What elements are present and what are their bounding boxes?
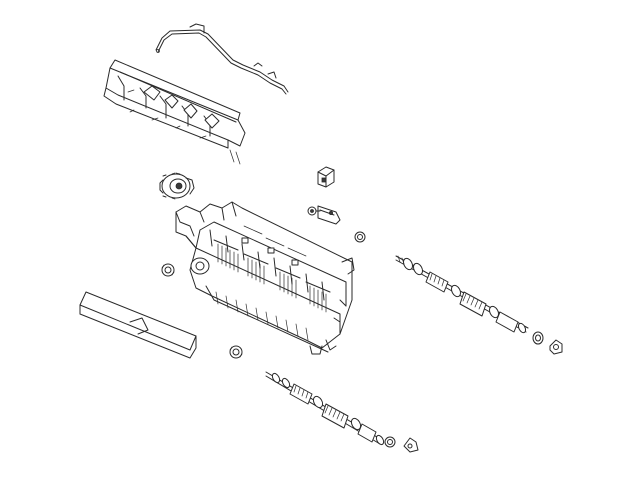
bushing-2 — [161, 263, 175, 277]
lower-roller-clip — [403, 437, 419, 453]
lower-roller-shaft — [265, 371, 385, 446]
upper-roller-bushing — [532, 331, 544, 345]
wire-guide — [155, 23, 289, 95]
lower-roller-bushing — [384, 436, 396, 448]
small-bracket — [317, 166, 335, 188]
main-frame-assembly — [175, 201, 355, 355]
bushing-1 — [354, 231, 366, 243]
mylar-sheet — [79, 291, 197, 359]
upper-roller-shaft — [395, 255, 529, 334]
bushing-3 — [229, 345, 243, 359]
upper-roller-clip — [549, 339, 563, 355]
sensor-arm — [307, 205, 341, 225]
drive-gear — [159, 172, 195, 200]
upper-guide-plate — [103, 59, 246, 165]
